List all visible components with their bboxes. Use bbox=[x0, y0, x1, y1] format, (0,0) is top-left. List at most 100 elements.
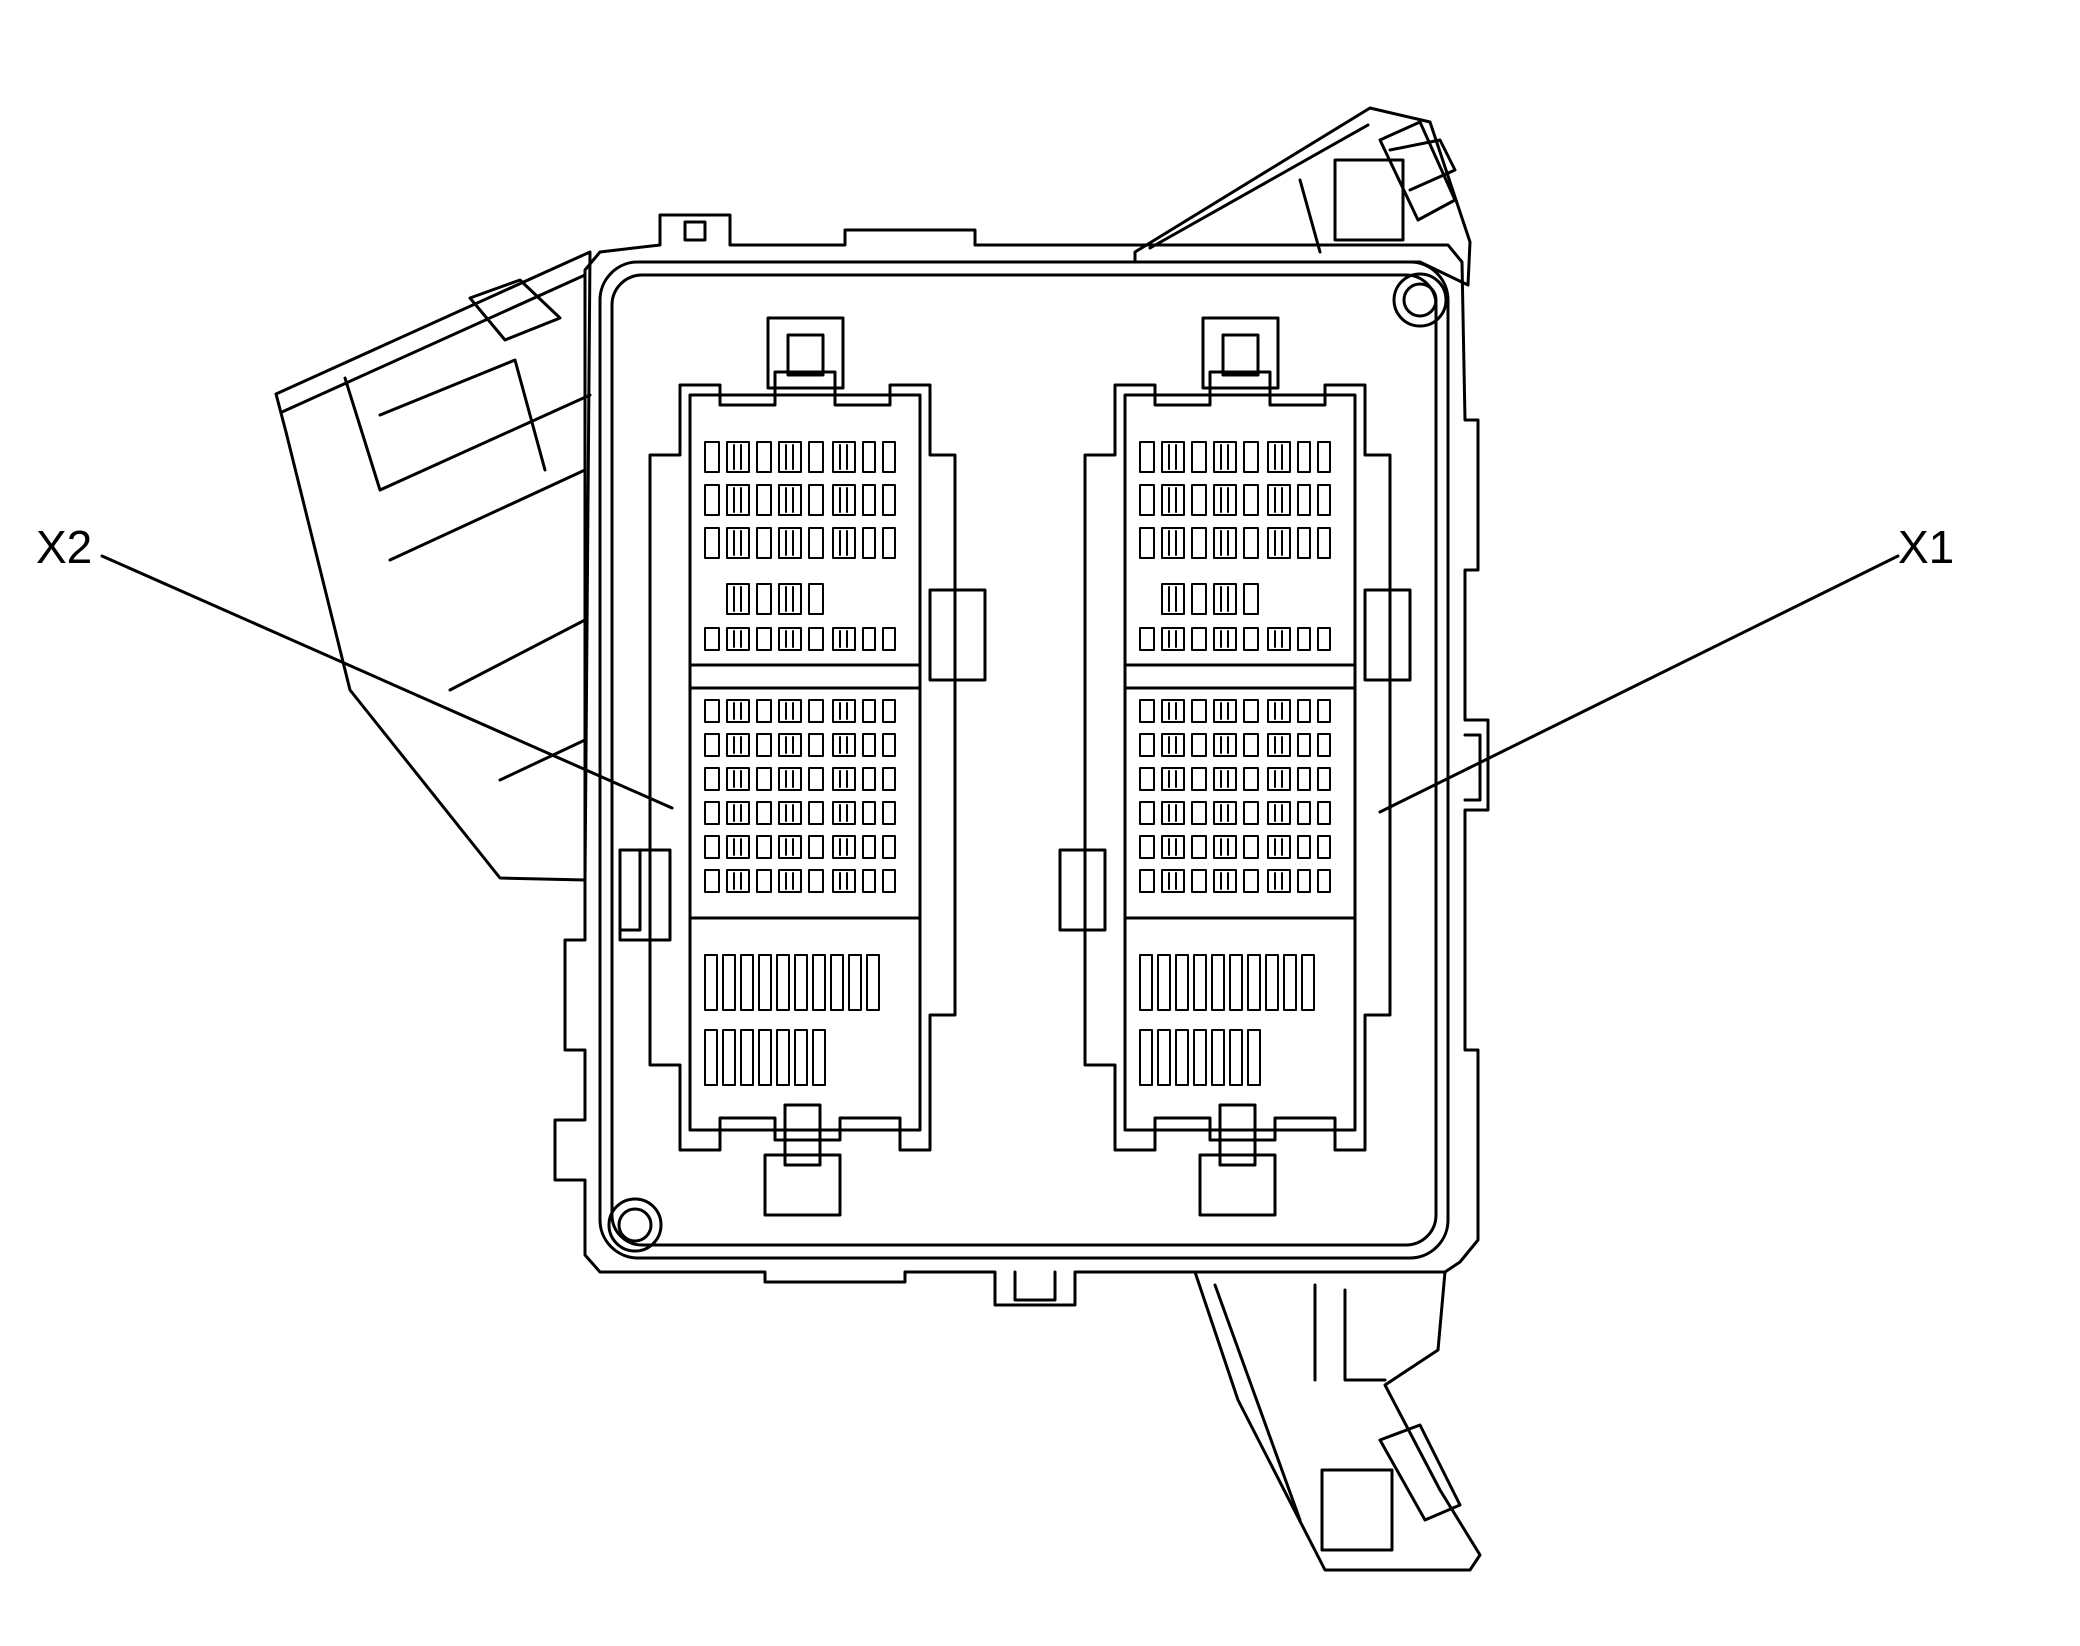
connector-x1-terminal-cavities bbox=[1139, 441, 1331, 1086]
terminal-cavity bbox=[704, 801, 720, 825]
terminal-cavity bbox=[1213, 733, 1237, 757]
upper-left-bracket bbox=[274, 250, 592, 882]
terminal-cavity bbox=[1211, 1029, 1225, 1086]
terminal-cavity bbox=[778, 583, 802, 615]
terminal-cavity bbox=[758, 1029, 772, 1086]
terminal-cavity bbox=[726, 527, 750, 559]
terminal-cavity bbox=[1161, 627, 1185, 651]
terminal-cavity bbox=[794, 954, 808, 1011]
terminal-cavity bbox=[1193, 954, 1207, 1011]
terminal-cavity bbox=[1191, 699, 1207, 723]
terminal-cavity bbox=[1213, 627, 1237, 651]
terminal-cavity bbox=[882, 767, 896, 791]
terminal-cavity bbox=[1267, 484, 1291, 516]
terminal-cavity bbox=[1139, 1029, 1153, 1086]
terminal-cavity bbox=[1175, 954, 1189, 1011]
terminal-cavity bbox=[1213, 527, 1237, 559]
terminal-cavity bbox=[808, 835, 824, 859]
terminal-cavity bbox=[1267, 767, 1291, 791]
terminal-cavity bbox=[1247, 1029, 1261, 1086]
terminal-cavity bbox=[862, 767, 876, 791]
terminal-cavity bbox=[808, 583, 824, 615]
terminal-cavity bbox=[704, 527, 720, 559]
terminal-cavity bbox=[808, 627, 824, 651]
terminal-cavity bbox=[756, 767, 772, 791]
terminal-cavity bbox=[778, 627, 802, 651]
terminal-cavity bbox=[756, 484, 772, 516]
terminal-cavity bbox=[862, 527, 876, 559]
terminal-cavity bbox=[1161, 869, 1185, 893]
terminal-cavity bbox=[1267, 699, 1291, 723]
terminal-cavity bbox=[1139, 767, 1155, 791]
terminal-cavity bbox=[1297, 441, 1311, 473]
terminal-cavity bbox=[1161, 527, 1185, 559]
terminal-cavity bbox=[808, 767, 824, 791]
terminal-cavity bbox=[726, 441, 750, 473]
terminal-cavity bbox=[776, 1029, 790, 1086]
terminal-cavity bbox=[832, 767, 856, 791]
terminal-cavity bbox=[1297, 767, 1311, 791]
terminal-cavity bbox=[704, 627, 720, 651]
terminal-cavity bbox=[1317, 484, 1331, 516]
terminal-cavity bbox=[1247, 954, 1261, 1011]
terminal-cavity bbox=[1161, 583, 1185, 615]
terminal-cavity bbox=[1297, 869, 1311, 893]
terminal-cavity bbox=[882, 869, 896, 893]
terminal-cavity bbox=[832, 699, 856, 723]
leader-line-x2 bbox=[100, 554, 674, 810]
terminal-cavity bbox=[704, 954, 718, 1011]
terminal-cavity bbox=[882, 627, 896, 651]
terminal-cavity bbox=[1267, 441, 1291, 473]
terminal-cavity bbox=[862, 733, 876, 757]
terminal-cavity bbox=[1317, 627, 1331, 651]
terminal-cavity bbox=[1243, 733, 1259, 757]
terminal-cavity bbox=[866, 954, 880, 1011]
terminal-cavity bbox=[1161, 835, 1185, 859]
terminal-cavity bbox=[832, 869, 856, 893]
terminal-cavity bbox=[726, 733, 750, 757]
terminal-cavity bbox=[1213, 801, 1237, 825]
connector-x1-label: X1 bbox=[1898, 521, 1955, 573]
terminal-cavity bbox=[882, 835, 896, 859]
terminal-cavity bbox=[1161, 699, 1185, 723]
terminal-cavity bbox=[726, 767, 750, 791]
terminal-cavity bbox=[808, 527, 824, 559]
terminal-cavity bbox=[1139, 441, 1155, 473]
terminal-cavity bbox=[832, 835, 856, 859]
terminal-cavity bbox=[1213, 869, 1237, 893]
terminal-cavity bbox=[1297, 527, 1311, 559]
terminal-cavity bbox=[862, 835, 876, 859]
terminal-cavity bbox=[1243, 801, 1259, 825]
terminal-cavity bbox=[1317, 441, 1331, 473]
terminal-cavity bbox=[1175, 1029, 1189, 1086]
terminal-cavity bbox=[1301, 954, 1315, 1011]
terminal-cavity bbox=[882, 801, 896, 825]
terminal-cavity bbox=[808, 699, 824, 723]
lower-right-bracket bbox=[1193, 1270, 1482, 1572]
terminal-cavity bbox=[740, 954, 754, 1011]
terminal-cavity bbox=[1139, 699, 1155, 723]
terminal-cavity bbox=[1243, 527, 1259, 559]
terminal-cavity bbox=[1317, 767, 1331, 791]
terminal-cavity bbox=[704, 1029, 718, 1086]
terminal-cavity bbox=[808, 484, 824, 516]
terminal-cavity bbox=[808, 441, 824, 473]
terminal-cavity bbox=[704, 441, 720, 473]
terminal-cavity bbox=[812, 954, 826, 1011]
terminal-cavity bbox=[808, 869, 824, 893]
terminal-cavity bbox=[1139, 801, 1155, 825]
terminal-cavity bbox=[832, 527, 856, 559]
terminal-cavity bbox=[832, 801, 856, 825]
terminal-cavity bbox=[1191, 801, 1207, 825]
terminal-cavity bbox=[756, 835, 772, 859]
terminal-cavity bbox=[704, 699, 720, 723]
terminal-cavity bbox=[1191, 733, 1207, 757]
terminal-cavity bbox=[1191, 583, 1207, 615]
terminal-cavity bbox=[756, 441, 772, 473]
terminal-cavity bbox=[778, 484, 802, 516]
terminal-cavity bbox=[1243, 583, 1259, 615]
terminal-cavity bbox=[1243, 767, 1259, 791]
terminal-cavity bbox=[726, 484, 750, 516]
terminal-cavity bbox=[882, 733, 896, 757]
